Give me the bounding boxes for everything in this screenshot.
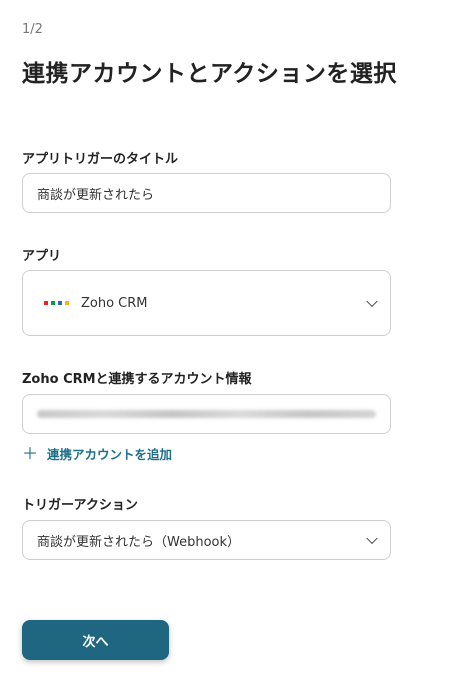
trigger-action-select[interactable]: 商談が更新されたら（Webhook） bbox=[22, 520, 391, 560]
add-account-label: 連携アカウントを追加 bbox=[47, 447, 173, 462]
app-selected-value: Zoho CRM bbox=[81, 295, 148, 311]
app-label: アプリ bbox=[22, 249, 62, 264]
zoho-logo-icon bbox=[43, 300, 71, 306]
add-account-link[interactable]: ＋ 連携アカウントを追加 bbox=[22, 444, 172, 463]
account-value-blurred bbox=[37, 410, 376, 418]
trigger-action-label: トリガーアクション bbox=[22, 498, 138, 513]
trigger-title-field[interactable] bbox=[22, 173, 391, 213]
account-select[interactable] bbox=[22, 394, 391, 434]
plus-icon: ＋ bbox=[22, 443, 39, 463]
next-button[interactable]: 次へ bbox=[22, 620, 169, 660]
account-label: Zoho CRMと連携するアカウント情報 bbox=[22, 372, 252, 387]
chevron-down-icon bbox=[366, 295, 378, 308]
trigger-title-input[interactable] bbox=[37, 185, 376, 201]
app-select[interactable]: Zoho CRM bbox=[22, 270, 391, 336]
chevron-down-icon bbox=[366, 532, 378, 545]
trigger-action-selected-value: 商談が更新されたら（Webhook） bbox=[37, 534, 241, 550]
page-title: 連携アカウントとアクションを選択 bbox=[22, 61, 397, 87]
trigger-title-label: アプリトリガーのタイトル bbox=[22, 152, 179, 167]
step-indicator: 1/2 bbox=[22, 22, 43, 37]
